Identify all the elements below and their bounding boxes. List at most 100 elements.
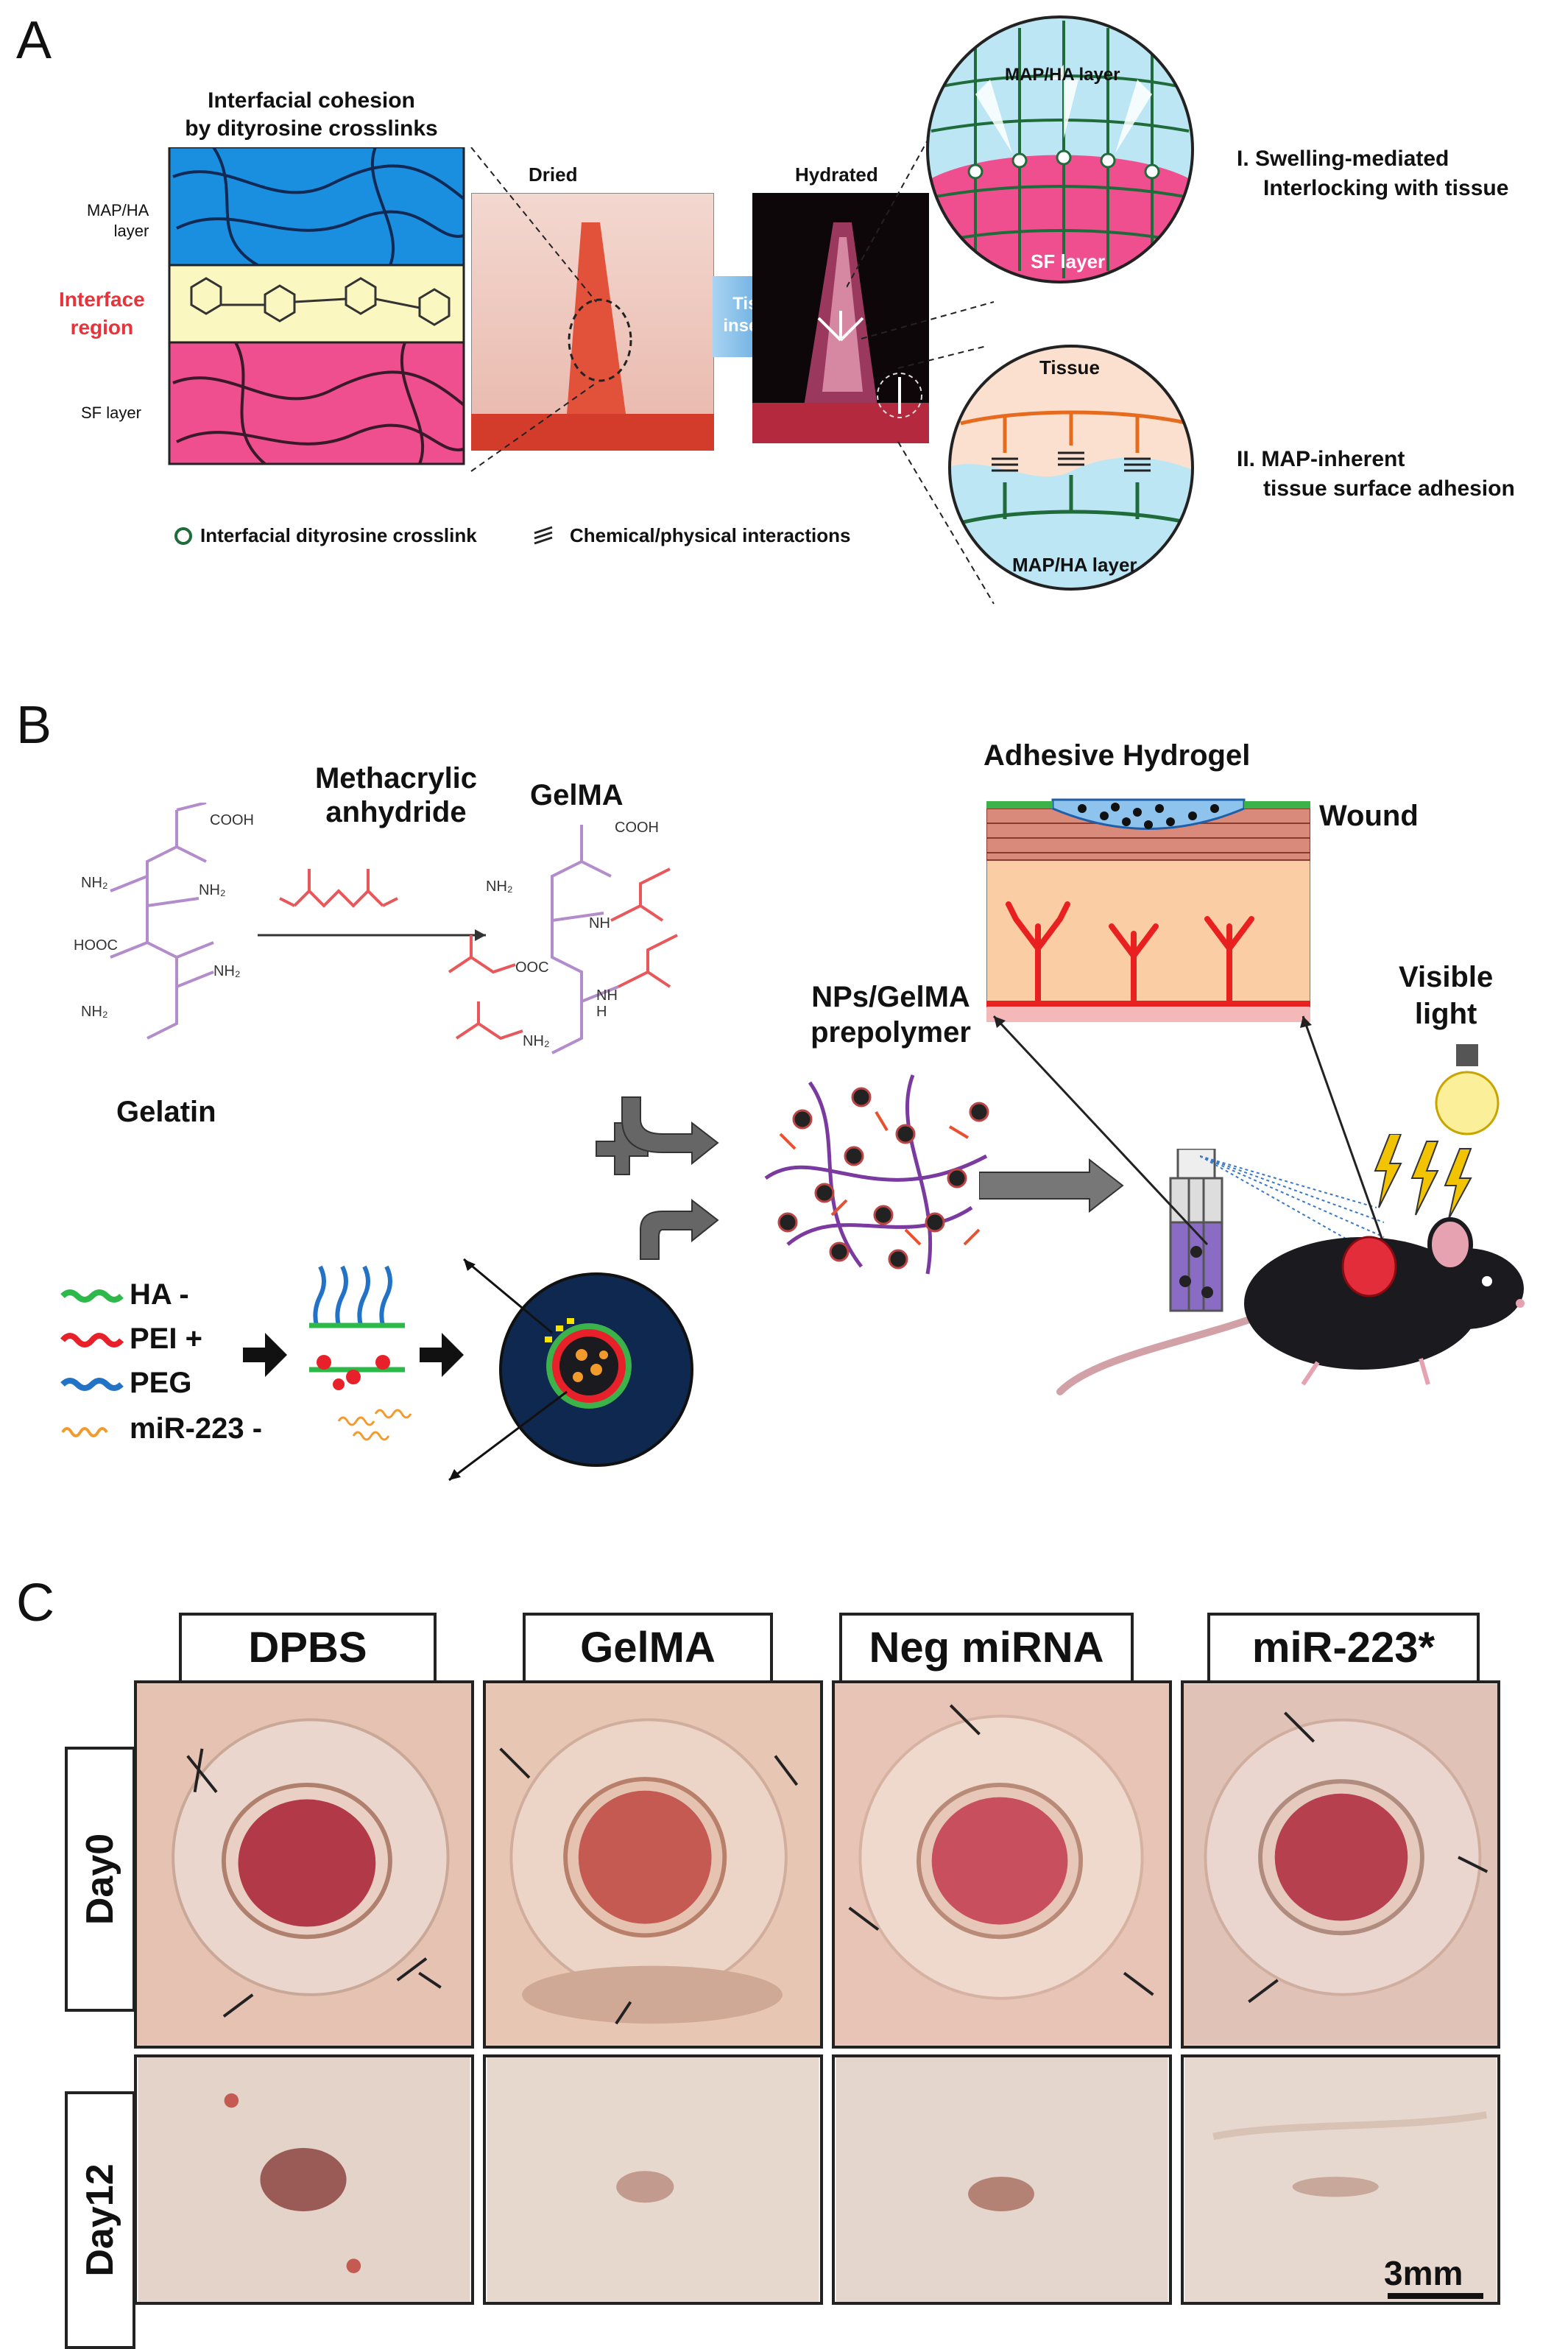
circle2-tissue-label: Tissue: [1039, 356, 1100, 378]
prepolymer-to-syringe-arrow: [979, 1158, 1124, 1214]
gelma-nh2-b: NH₂: [523, 1033, 550, 1049]
light-bolts-icon: [1374, 1134, 1472, 1219]
legend-peg-name: PEG: [130, 1367, 192, 1399]
mouse-to-wound-arrows: [992, 1015, 1385, 1246]
photo-day12-neg-mirna: [832, 2054, 1172, 2305]
photo-day12-dpbs: [134, 2054, 474, 2305]
legend-mir-sign: -: [252, 1412, 263, 1445]
legend-ha: HA -: [130, 1278, 189, 1311]
legend-ha-sign: -: [179, 1278, 189, 1311]
dried-zoom-lines: [470, 147, 597, 472]
dried-microneedle-photo: [471, 193, 714, 451]
gelatin-hooc: HOOC: [74, 937, 118, 954]
legend-pei-name: PEI: [130, 1323, 177, 1355]
panel-label-c: C: [16, 1574, 54, 1633]
circle1-sf-label: SF layer: [1031, 250, 1106, 272]
gelma-nh-1: NH: [589, 915, 610, 932]
interface-band: [168, 264, 465, 344]
interaction-legend-icon: [534, 526, 553, 545]
methacrylic-line1: Methacrylic: [314, 762, 478, 795]
panel-label-b: B: [16, 696, 52, 755]
gelatin-cooh: COOH: [210, 812, 254, 828]
column-header-dpbs: DPBS: [179, 1613, 437, 1683]
photo-day0-mir223: [1181, 1680, 1500, 2049]
photo-day0-neg-mirna: [832, 1680, 1172, 2049]
mouse-illustration: [1056, 1217, 1525, 1395]
wound-cross-section: [986, 798, 1310, 1022]
label-hydrated: Hydrated: [795, 163, 878, 186]
mechanism-1-text: I. Swelling-mediated Interlocking with t…: [1237, 144, 1508, 203]
gelma-nh2: NH₂: [486, 878, 513, 895]
mechanism-2-line1: II. MAP-inherent: [1237, 447, 1405, 471]
gelma-h: H: [596, 1004, 607, 1020]
row-header-day12: Day12: [65, 2091, 135, 2349]
hydrated-microneedle-photo: [752, 193, 929, 443]
map-ha-layer-band: [168, 147, 465, 267]
circle1-map-ha-label: MAP/HA layer: [1005, 65, 1120, 85]
legend-mir223: miR-223 -: [130, 1412, 262, 1445]
scale-bar-label: 3mm: [1384, 2254, 1463, 2292]
gelatin-label: Gelatin: [116, 1096, 216, 1128]
component-legend-lines: [60, 1289, 124, 1437]
nanoparticle-assembly: [243, 1258, 693, 1482]
cohesion-title-line2: by dityrosine crosslinks: [185, 116, 438, 141]
label-map-ha-layer: MAP/HA layer: [87, 200, 149, 242]
column-header-mir223: miR-223*: [1207, 1613, 1480, 1683]
reaction-arrow-anhydride: [258, 869, 486, 941]
methacrylic-line2: anhydride: [325, 796, 467, 828]
gelma-structure: COOH NH₂ NH OOC NH H NH₂: [448, 820, 678, 1054]
gelatin-nh2-2: NH₂: [199, 882, 226, 898]
legend-crosslink-text: Interfacial dityrosine crosslink: [200, 524, 477, 546]
gelma-cooh: COOH: [615, 820, 659, 836]
spray-syringe: [1169, 1149, 1223, 1312]
row-header-day0: Day0: [65, 1747, 135, 2012]
mechanism-1-line2: Interlocking with tissue: [1263, 176, 1509, 200]
panel-label-a: A: [16, 11, 52, 70]
row-day12-text: Day12: [79, 2163, 121, 2277]
swelling-interlock-circle: [926, 15, 1194, 284]
nps-gelma-prepolymer-label: NPs/GelMA prepolymer: [780, 979, 1001, 1050]
gelatin-nh2-3: NH₂: [81, 1004, 108, 1020]
circle2-map-ha-label: MAP/HA layer: [1012, 554, 1137, 576]
label-dried: Dried: [529, 163, 578, 186]
visible-line2: light: [1414, 998, 1477, 1030]
legend-ha-name: HA: [130, 1278, 172, 1311]
surface-adhesion-circle: [948, 345, 1194, 591]
layer-stack-diagram: [168, 147, 465, 465]
gelatin-structure: COOH NH₂ NH₂ HOOC NH₂ NH₂: [74, 803, 254, 1040]
nps-line1: NPs/GelMA: [811, 981, 970, 1013]
prepolymer-network: [764, 1074, 989, 1275]
label-sf-layer: SF layer: [81, 404, 141, 422]
column-header-gelma: GelMA: [523, 1613, 773, 1683]
photo-day0-gelma: [483, 1680, 823, 2049]
gelatin-nh2-1: NH₂: [81, 875, 108, 891]
legend-pei: PEI +: [130, 1323, 202, 1356]
label-interface-line2: region: [70, 316, 134, 339]
gelma-ooc: OOC: [515, 959, 549, 976]
zoom-lines-to-circles: [847, 73, 995, 605]
label-interface-line1: Interface: [59, 288, 145, 311]
cohesion-title-line1: Interfacial cohesion: [208, 88, 415, 113]
mechanism-2-line2: tissue surface adhesion: [1263, 476, 1515, 501]
label-map-ha-line2: layer: [113, 222, 149, 240]
label-map-ha-line1: MAP/HA: [87, 201, 149, 219]
legend-mir-name: miR-223: [130, 1412, 244, 1445]
visible-light-label: Visible light: [1399, 959, 1493, 1032]
crosslink-legend-icon: [174, 527, 192, 545]
scale-bar: [1388, 2293, 1483, 2299]
legend-interactions-text: Chemical/physical interactions: [570, 524, 851, 546]
wound-label: Wound: [1319, 800, 1419, 832]
gelma-nh-2: NH: [596, 987, 618, 1004]
photo-day0-dpbs: [134, 1680, 474, 2049]
adhesive-hydrogel-label: Adhesive Hydrogel: [983, 739, 1251, 772]
gelatin-nh2-4: NH₂: [213, 963, 241, 979]
light-bulb-icon: [1435, 1044, 1500, 1135]
visible-line1: Visible: [1399, 961, 1494, 993]
nps-line2: prepolymer: [811, 1016, 971, 1049]
spray-mist: [1200, 1155, 1385, 1253]
mechanism-1-line1: I. Swelling-mediated: [1237, 147, 1449, 171]
methacrylic-anhydride-label: Methacrylic anhydride: [286, 761, 506, 829]
legend-peg: PEG: [130, 1367, 191, 1400]
column-header-neg-mirna: Neg miRNA: [839, 1613, 1134, 1683]
legend-pei-sign: +: [185, 1323, 202, 1355]
